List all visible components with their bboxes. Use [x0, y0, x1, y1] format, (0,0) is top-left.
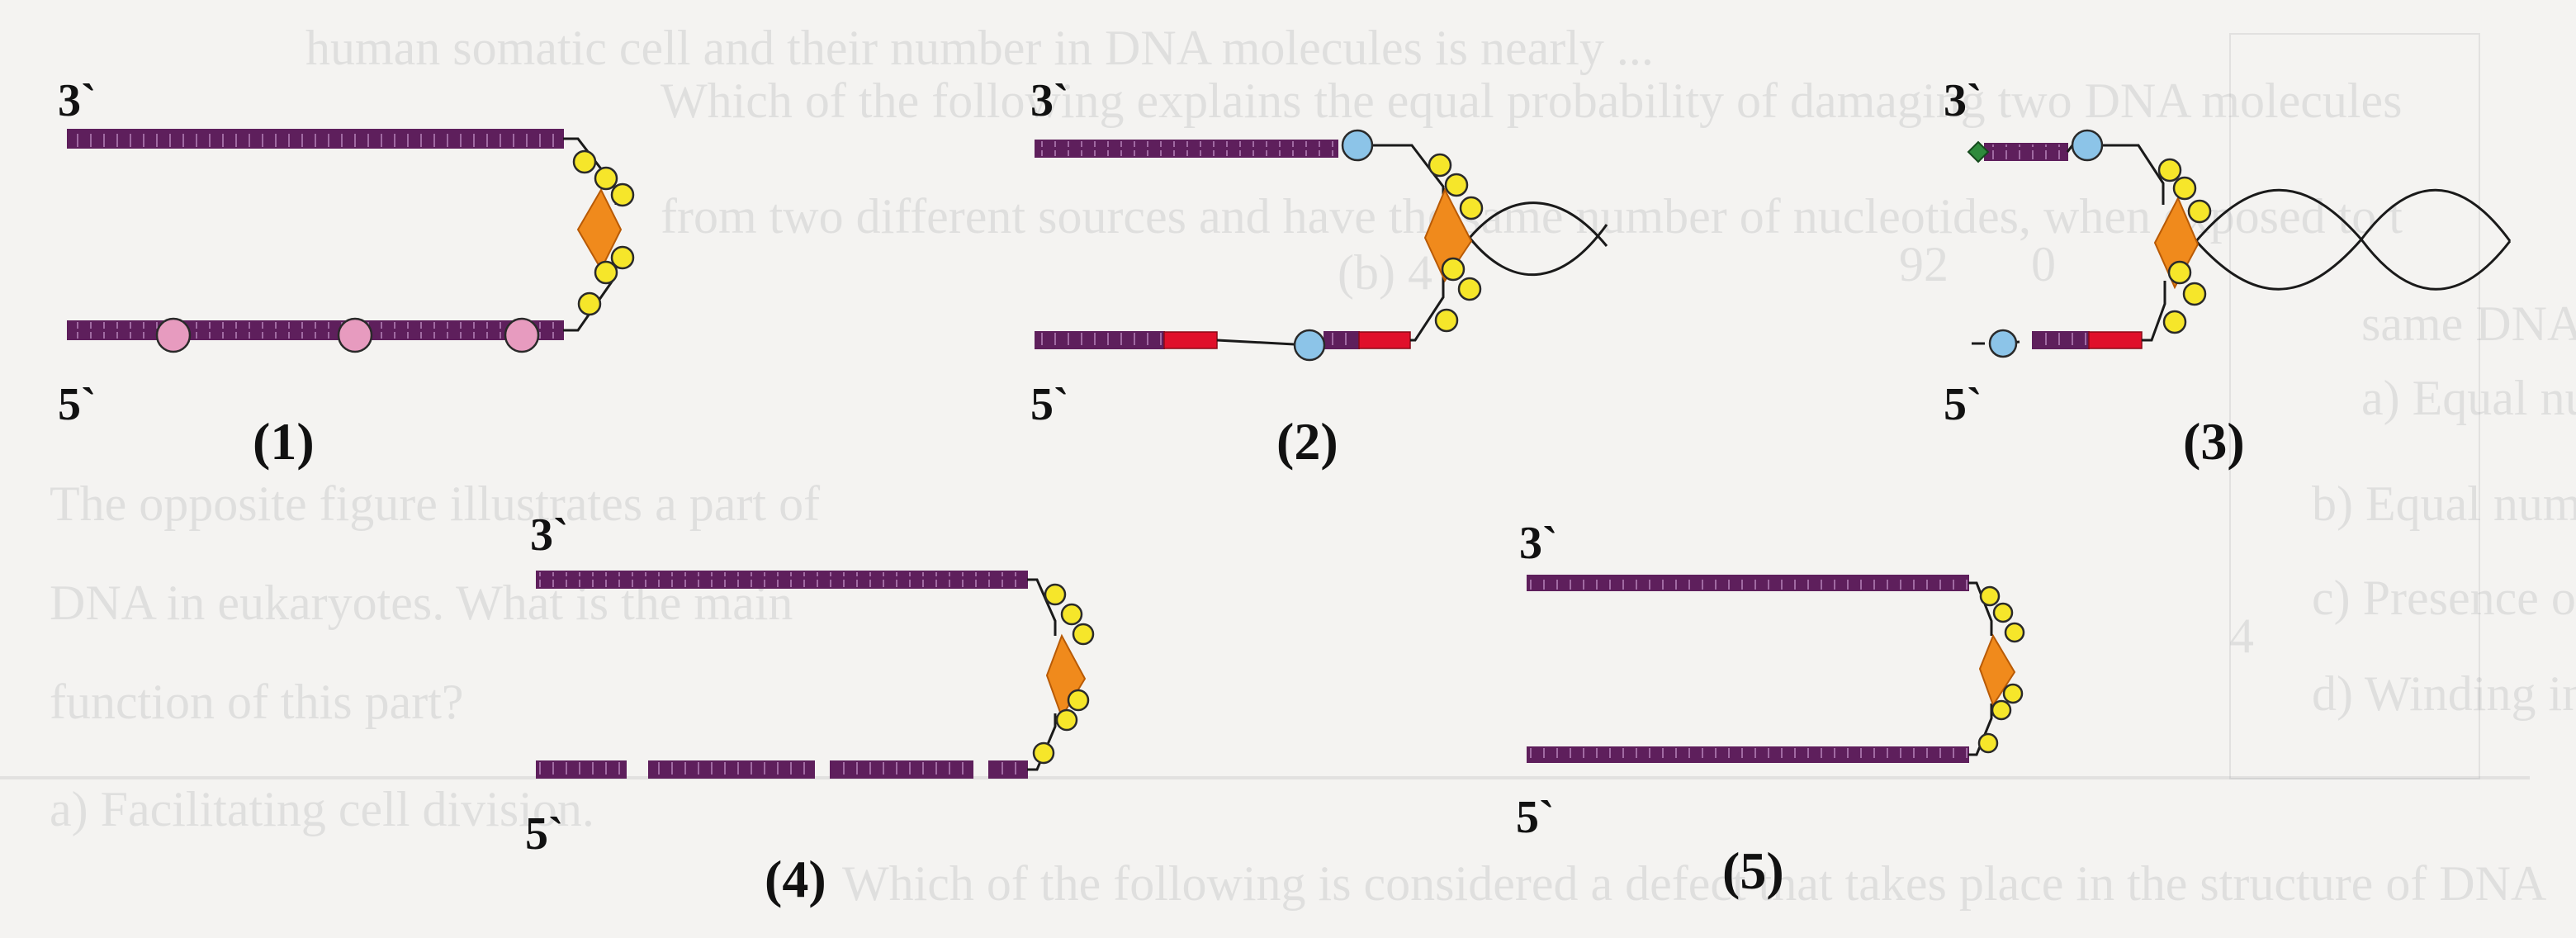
yellow-protein — [1442, 258, 1464, 280]
yellow-protein — [1057, 710, 1077, 730]
yellow-protein — [2169, 262, 2190, 283]
helix-strand — [2196, 190, 2510, 289]
yellow-protein — [1062, 604, 1082, 624]
yellow-protein — [1446, 174, 1467, 196]
yellow-protein — [1992, 701, 2010, 719]
strand-top — [68, 130, 563, 148]
pink-protein — [157, 319, 190, 352]
panel5-5prime-label: 5` — [1516, 792, 1555, 843]
strand-top — [537, 571, 1027, 588]
yellow-protein — [2189, 201, 2210, 222]
ssb-protein — [2072, 130, 2102, 160]
yellow-protein — [2159, 159, 2181, 181]
unwound-strand — [2142, 281, 2165, 340]
yellow-protein — [2005, 623, 2024, 642]
pink-protein — [505, 319, 538, 352]
yellow-protein — [595, 168, 617, 189]
strand-top — [1527, 576, 1968, 590]
okazaki-fragment — [537, 761, 626, 778]
yellow-protein — [1045, 585, 1065, 604]
panel5-3prime-label: 3` — [1519, 518, 1558, 569]
helix-strand — [1470, 203, 1607, 246]
yellow-protein — [574, 151, 595, 173]
strand-bottom — [1324, 332, 1359, 348]
unwound-strand — [2102, 145, 2163, 205]
pink-protein — [339, 319, 372, 352]
panel2-5prime-label: 5` — [1030, 379, 1069, 430]
helicase-group — [578, 190, 2198, 717]
rna-primers — [1164, 142, 2142, 348]
panel1-caption: (1) — [253, 412, 315, 471]
yellow-protein — [2164, 311, 2185, 333]
yellow-protein — [1073, 624, 1093, 644]
panel5-caption: (5) — [1722, 841, 1784, 900]
panel4-5prime-label: 5` — [525, 808, 564, 860]
okazaki-fragment — [989, 761, 1027, 778]
strand-bottom — [2033, 332, 2089, 348]
yellow-protein — [1461, 197, 1482, 219]
panel2-caption: (2) — [1276, 412, 1338, 471]
panel4-caption: (4) — [765, 850, 826, 908]
unwound-strand — [1410, 272, 1443, 340]
yellow-protein — [612, 247, 633, 268]
yellow-protein — [2174, 178, 2195, 199]
yellow-protein — [1034, 743, 1054, 763]
strand-bottom — [1527, 747, 1968, 762]
strand-top — [1985, 144, 2067, 160]
panel1-5prime-label: 5` — [58, 379, 97, 430]
panel3-5prime-label: 5` — [1944, 379, 1982, 430]
proteins — [157, 130, 2210, 763]
okazaki-fragment — [649, 761, 814, 778]
helix-strand — [1470, 225, 1607, 275]
ssb-protein — [1295, 330, 1324, 360]
unwound-strand — [1372, 145, 1443, 206]
panel4-3prime-label: 3` — [530, 509, 569, 561]
yellow-protein — [1979, 734, 1997, 752]
yellow-protein — [1068, 690, 1088, 710]
okazaki-fragment — [831, 761, 973, 778]
yellow-protein — [1994, 604, 2012, 622]
rna-primer — [1164, 332, 1217, 348]
panel3-caption: (3) — [2183, 412, 2245, 471]
panel3-3prime-label: 3` — [1944, 75, 1982, 126]
strand-bottom — [1035, 332, 1164, 348]
yellow-protein — [1436, 310, 1457, 331]
yellow-protein — [1981, 587, 1999, 605]
panel1-3prime-label: 3` — [58, 75, 97, 126]
panel2-3prime-label: 3` — [1030, 75, 1069, 126]
yellow-protein — [579, 293, 600, 315]
rna-primer — [2089, 332, 2142, 348]
strand-bottom — [68, 321, 563, 339]
ssb-protein — [1990, 330, 2016, 357]
yellow-protein — [2004, 685, 2022, 703]
yellow-protein — [2184, 283, 2205, 305]
rna-primer — [1359, 332, 1410, 348]
ssb-protein — [1342, 130, 1372, 160]
strand-top — [1035, 140, 1338, 157]
yellow-protein — [1429, 154, 1451, 176]
yellow-protein — [1459, 278, 1480, 300]
yellow-protein — [612, 184, 633, 206]
helix-strand — [2196, 190, 2510, 289]
